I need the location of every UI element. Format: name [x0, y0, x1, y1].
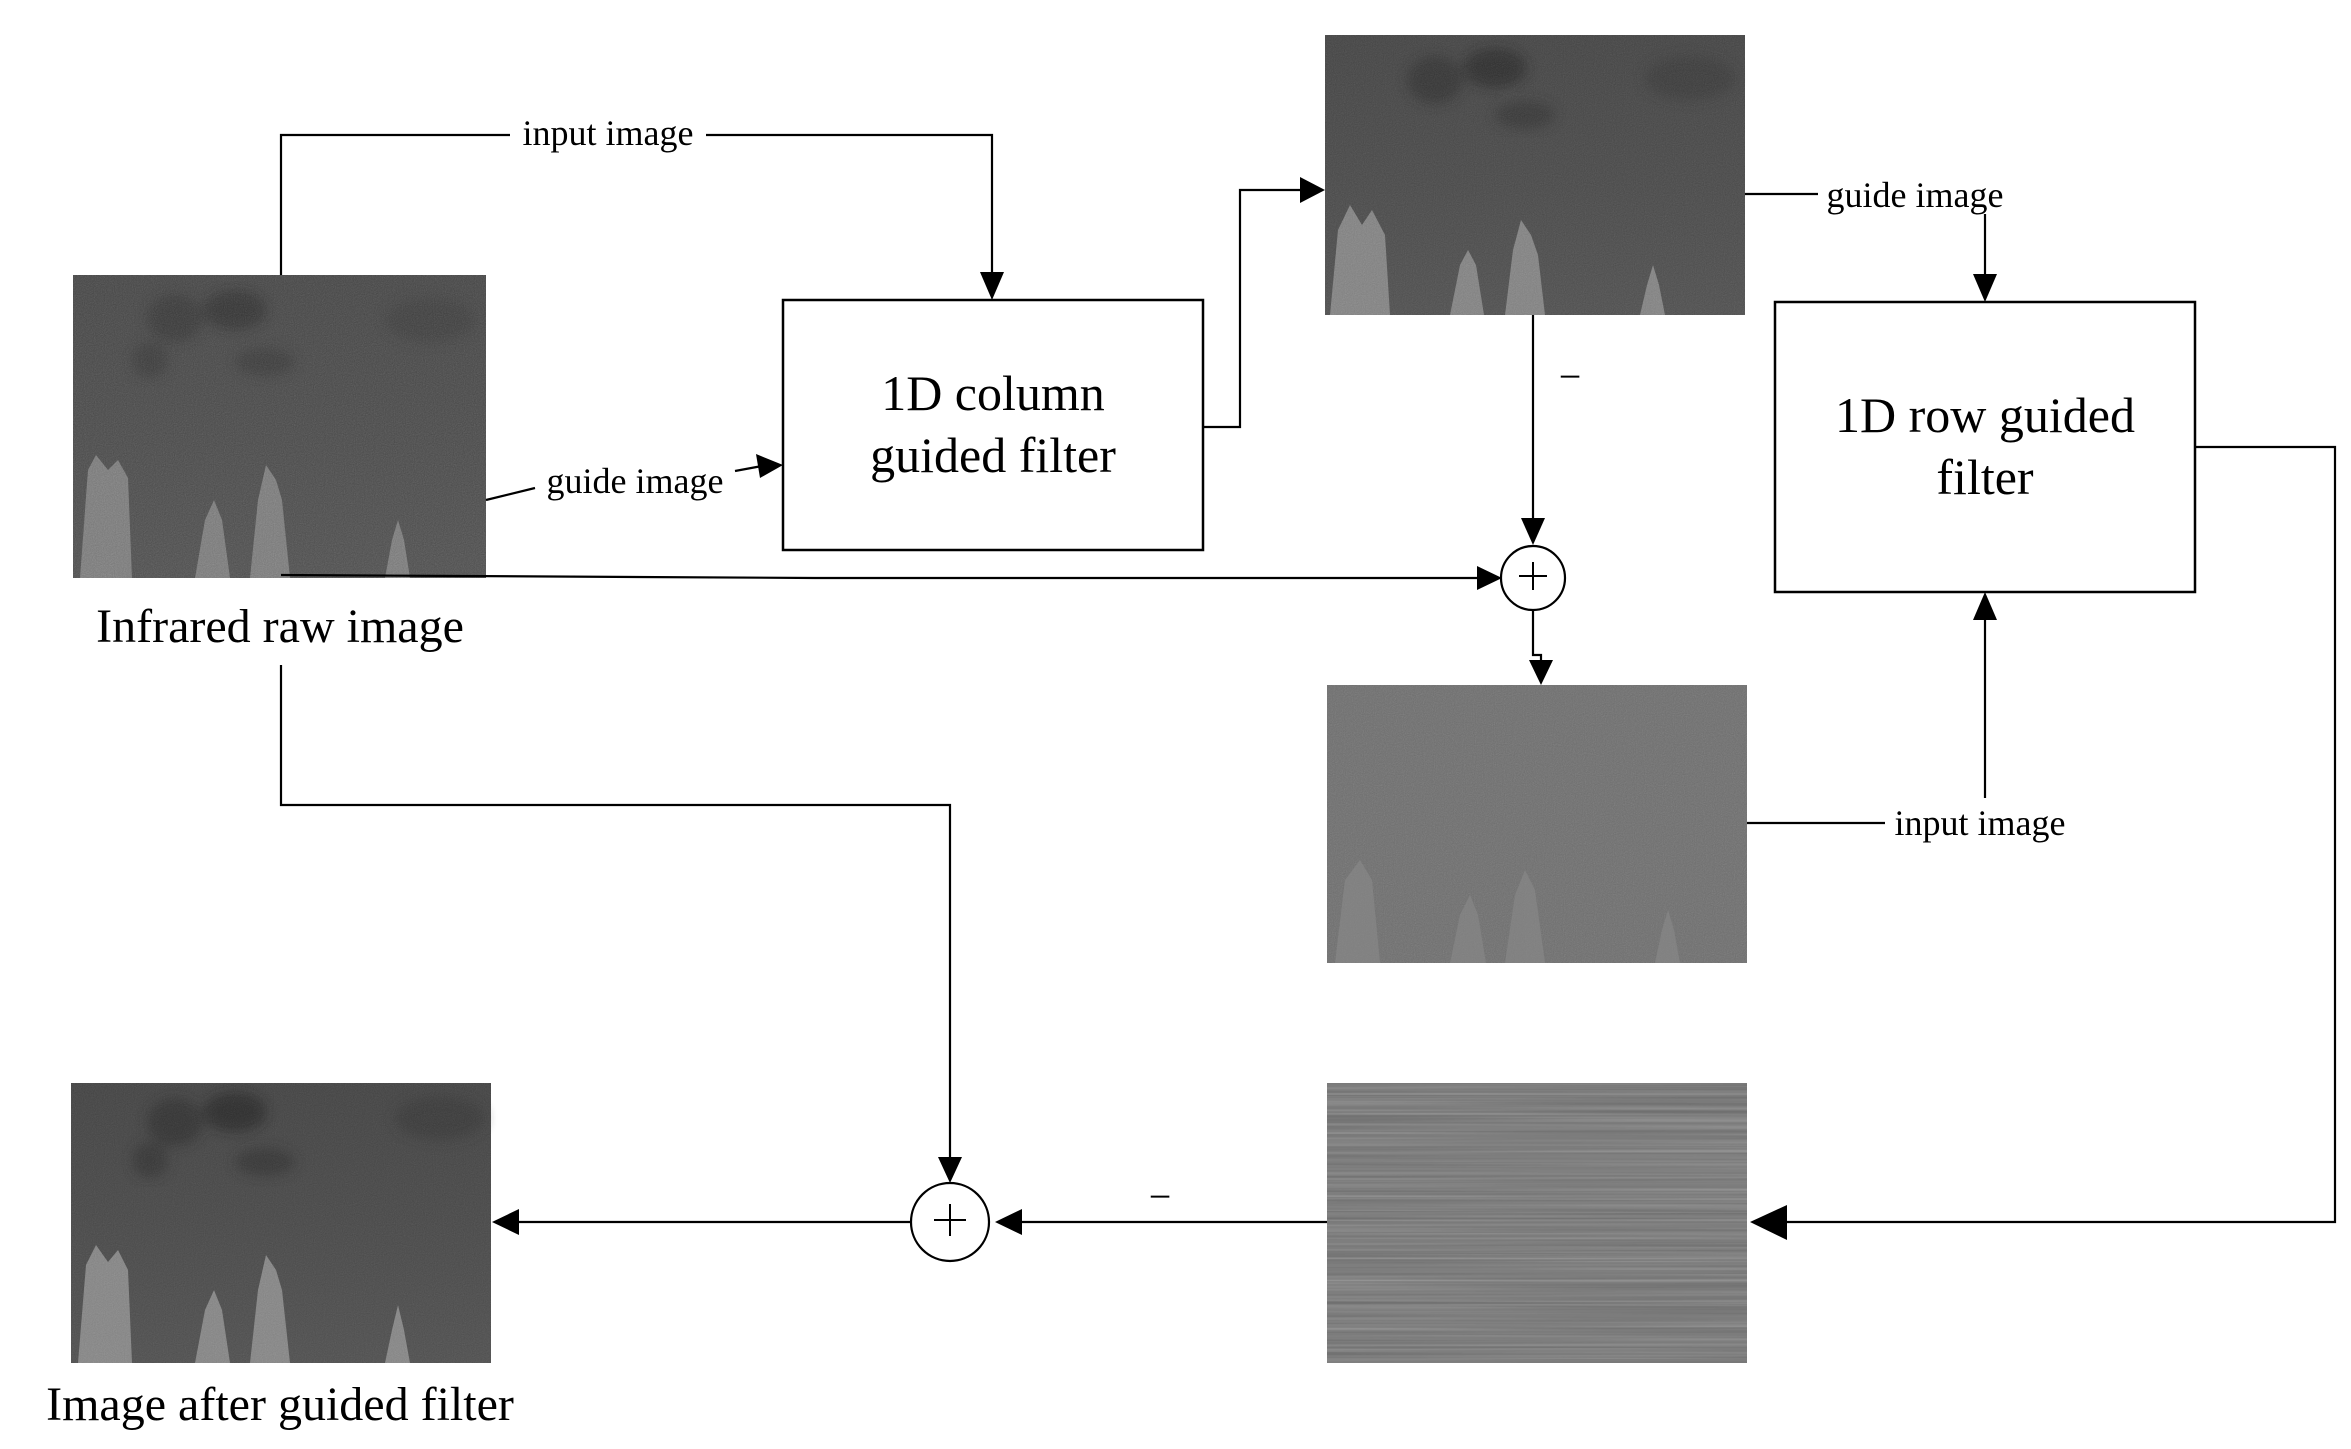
- label-guide-image-right: guide image: [1827, 175, 2004, 215]
- edge-raw-to-column-input: [279, 133, 510, 275]
- arrow-to-noise: [1529, 660, 1553, 685]
- column-filtered-image: [1325, 35, 1745, 315]
- label-input-image-right: input image: [1895, 803, 2066, 843]
- row-filter-label-line1: 1D row guided: [1835, 387, 2135, 443]
- edge-raw-to-sum2: [279, 665, 952, 1160]
- row-filter-label-line2: filter: [1936, 449, 2034, 505]
- arrow-to-output: [492, 1209, 519, 1235]
- edge-raw-to-sum1: [280, 573, 1480, 580]
- arrow-to-sum2: [995, 1209, 1022, 1235]
- column-filter-label-line1: 1D column: [881, 365, 1105, 421]
- edge-column-to-filtered: [1203, 188, 1305, 429]
- edge-raw-to-guide-2: [734, 464, 763, 473]
- arrow-column-guide: [756, 454, 783, 478]
- arrow-row-guide: [1973, 274, 1997, 302]
- edge-row-to-rownoise: [1785, 445, 2337, 1224]
- arrow-raw-to-sum1: [1477, 566, 1502, 590]
- arrow-raw-to-sum2: [938, 1157, 962, 1183]
- minus-sign-top: −: [1559, 354, 1582, 399]
- column-noise-image: [1327, 685, 1747, 963]
- caption-output-image: Image after guided filter: [46, 1378, 514, 1431]
- output-image: [71, 1083, 491, 1363]
- arrow-to-sum1: [1521, 518, 1545, 545]
- arrow-column-input: [980, 272, 1004, 300]
- minus-sign-bottom: −: [1149, 1174, 1172, 1219]
- arrow-row-input: [1973, 592, 1997, 620]
- edge-raw-to-guide-1: [485, 486, 536, 502]
- row-guided-filter-box: [1773, 300, 2197, 594]
- arrow-to-filtered: [1300, 177, 1325, 203]
- row-noise-image: [1327, 1083, 1747, 1363]
- caption-raw-image: Infrared raw image: [96, 600, 464, 653]
- label-input-image-top: input image: [523, 113, 694, 153]
- column-guided-filter-box: [781, 298, 1205, 552]
- infrared-raw-image: [73, 275, 486, 578]
- label-guide-image-left: guide image: [547, 461, 724, 501]
- edge-sum1-to-noise: [1531, 610, 1543, 665]
- column-filter-label-line2: guided filter: [870, 427, 1116, 483]
- arrow-to-rownoise: [1750, 1205, 1787, 1240]
- edge-raw-to-column-input-2: [706, 133, 994, 280]
